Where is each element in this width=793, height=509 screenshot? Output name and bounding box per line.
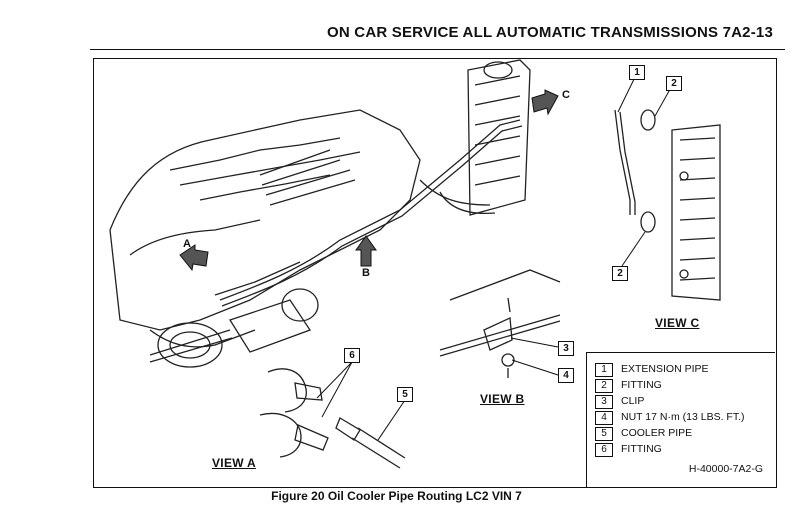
callout-5: 5 [397, 387, 413, 402]
arrow-a-icon [179, 244, 209, 272]
legend-num: 6 [595, 443, 613, 457]
legend-item: 1 EXTENSION PIPE [595, 363, 709, 377]
legend-item: 6 FITTING [595, 443, 662, 457]
arrow-c-label: C [562, 89, 570, 101]
callout-2-top: 2 [666, 76, 682, 91]
arrow-b-label: B [362, 267, 370, 279]
legend-num: 3 [595, 395, 613, 409]
view-b-label: VIEW B [480, 392, 525, 406]
callout-3: 3 [558, 341, 574, 356]
callout-2-bottom: 2 [612, 266, 628, 281]
drawing-code: H-40000-7A2-G [688, 463, 763, 475]
legend-label: EXTENSION PIPE [621, 363, 709, 375]
view-c-drawing [614, 109, 721, 301]
arrow-c-icon [531, 89, 559, 116]
view-c-label: VIEW C [655, 316, 700, 330]
legend-item: 3 CLIP [595, 395, 644, 409]
legend-num: 2 [595, 379, 613, 393]
legend-num: 5 [595, 427, 613, 441]
page-header: ON CAR SERVICE ALL AUTOMATIC TRANSMISSIO… [0, 22, 793, 50]
figure-caption: Figure 20 Oil Cooler Pipe Routing LC2 VI… [271, 489, 522, 503]
callout-6: 6 [344, 348, 360, 363]
legend-label: COOLER PIPE [621, 427, 693, 439]
callout-4: 4 [558, 368, 574, 383]
legend-label: NUT 17 N·m (13 LBS. FT.) [621, 411, 745, 423]
header-rule [90, 49, 785, 50]
legend-item: 4 NUT 17 N·m (13 LBS. FT.) [595, 411, 745, 425]
view-a-label: VIEW A [212, 456, 257, 470]
callout-1: 1 [629, 65, 645, 80]
view-b-drawing [439, 269, 561, 378]
legend-num: 4 [595, 411, 613, 425]
arrow-b-icon [355, 235, 377, 267]
legend-label: FITTING [621, 443, 662, 455]
legend-item: 5 COOLER PIPE [595, 427, 692, 441]
legend-item: 2 FITTING [595, 379, 662, 393]
arrow-a-label: A [183, 238, 191, 250]
figure-frame [93, 58, 777, 488]
legend-label: FITTING [621, 379, 662, 391]
legend-label: CLIP [621, 395, 645, 407]
header-title: ON CAR SERVICE ALL AUTOMATIC TRANSMISSIO… [327, 24, 773, 41]
view-a-drawing [259, 368, 406, 469]
legend-num: 1 [595, 363, 613, 377]
